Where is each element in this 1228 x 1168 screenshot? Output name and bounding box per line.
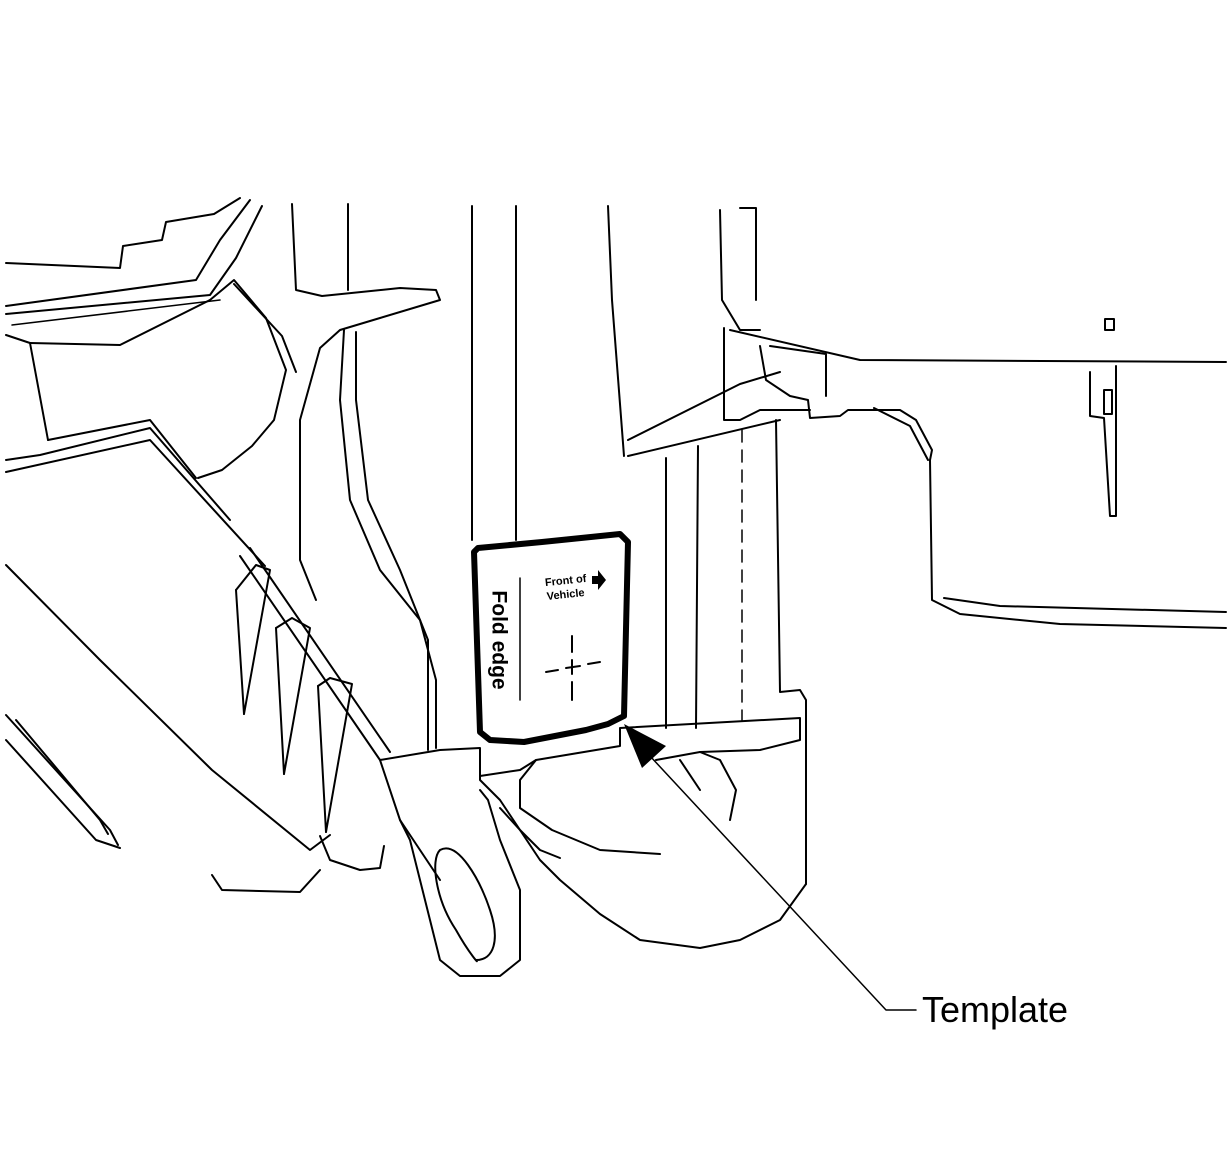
front-of-vehicle-label-2: Vehicle: [546, 587, 585, 603]
central-tubes: [291, 203, 811, 885]
template-card: Fold edge Front of Vehicle: [471, 531, 631, 745]
fold-edge-label: Fold edge: [487, 590, 510, 689]
bracket-fins: [235, 547, 441, 881]
front-of-vehicle-label: Front of: [544, 573, 587, 589]
callout-arrowhead: [624, 724, 666, 768]
crosshair-icon: [545, 635, 601, 701]
callout-leader-line: [649, 755, 917, 1011]
template-callout: Template: [624, 724, 1068, 1030]
callout-label: Template: [922, 989, 1068, 1030]
right-housing: [729, 318, 1227, 629]
upper-left-housing: [5, 197, 297, 479]
front-arrow-icon: [592, 570, 606, 590]
lower-mount: [319, 717, 807, 977]
left-tray-housing: [5, 419, 331, 893]
